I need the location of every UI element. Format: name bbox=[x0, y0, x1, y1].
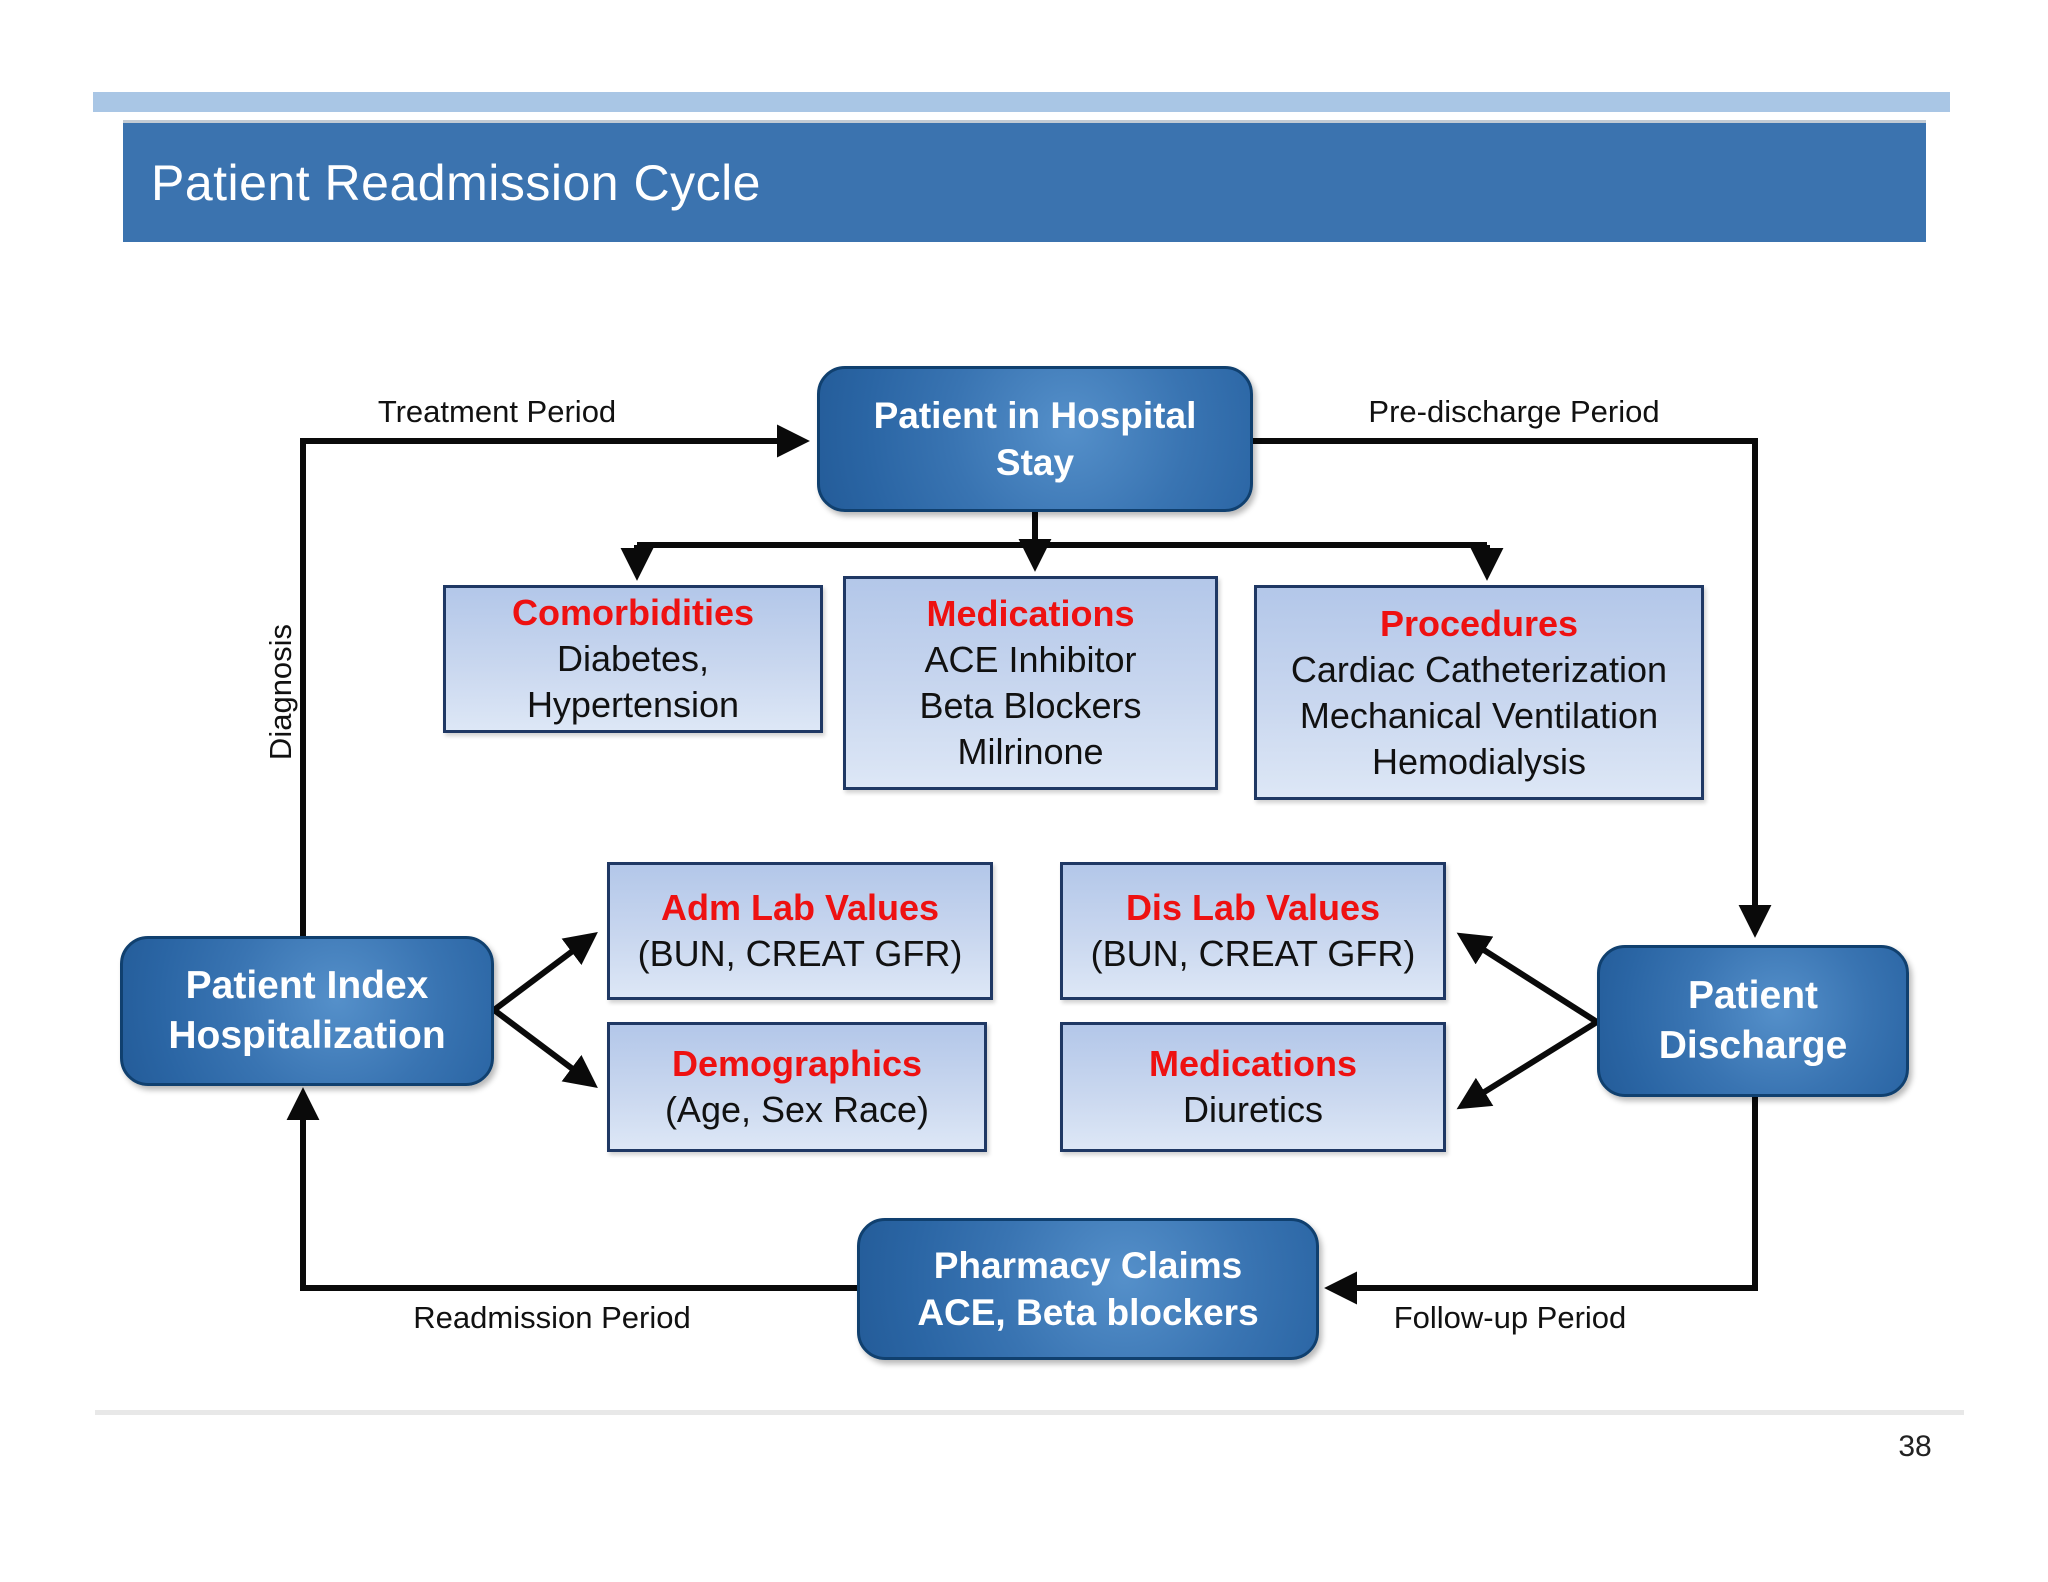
node-label: Pharmacy Claims bbox=[933, 1244, 1243, 1286]
box-dis-lab-values: Dis Lab Values (BUN, CREAT GFR) bbox=[1060, 862, 1446, 1000]
box-demographics: Demographics (Age, Sex Race) bbox=[607, 1022, 987, 1152]
box-title: Demographics bbox=[671, 1043, 923, 1084]
box-title: Medications bbox=[1148, 1043, 1358, 1084]
label-readmission-period: Readmission Period bbox=[413, 1300, 691, 1335]
node-label: ACE, Beta blockers bbox=[917, 1292, 1259, 1333]
node-pharmacy-claims: Pharmacy Claims ACE, Beta blockers bbox=[857, 1218, 1319, 1360]
connector-discharge-to-medications bbox=[1456, 1019, 1599, 1110]
top-accent-strip bbox=[93, 92, 1950, 112]
box-title: Procedures bbox=[1379, 602, 1579, 644]
label-follow-up-period: Follow-up Period bbox=[1393, 1300, 1627, 1335]
node-patient-discharge: Patient Discharge bbox=[1597, 945, 1909, 1097]
connector-pre-discharge-period bbox=[1253, 438, 1772, 938]
box-line: ACE Inhibitor bbox=[924, 639, 1137, 680]
label-diagnosis: Diagnosis bbox=[263, 623, 298, 761]
label-treatment-period: Treatment Period bbox=[377, 394, 617, 429]
box-line: Cardiac Catheterization bbox=[1290, 648, 1668, 690]
connector-index-to-adm-lab bbox=[492, 932, 598, 1013]
page-title: Patient Readmission Cycle bbox=[151, 154, 761, 211]
box-adm-lab-values: Adm Lab Values (BUN, CREAT GFR) bbox=[607, 862, 993, 1000]
node-label: Discharge bbox=[1658, 1024, 1848, 1067]
box-title: Dis Lab Values bbox=[1125, 887, 1381, 928]
box-line: (BUN, CREAT GFR) bbox=[637, 933, 963, 974]
connector-index-to-demographics bbox=[492, 1007, 598, 1088]
connector-treatment-period bbox=[300, 424, 810, 936]
box-comorbidities: Comorbidities Diabetes, Hypertension bbox=[443, 585, 823, 733]
box-title: Comorbidities bbox=[511, 592, 754, 633]
connector-readmission-period bbox=[286, 1087, 857, 1291]
node-patient-index-hospitalization: Patient Index Hospitalization bbox=[120, 936, 494, 1086]
box-medications-admission: Medications ACE Inhibitor Beta Blockers … bbox=[843, 576, 1218, 790]
node-label: Patient in Hospital bbox=[873, 394, 1197, 436]
connector-follow-up-period bbox=[1324, 1096, 1758, 1305]
node-patient-in-hospital: Patient in Hospital Stay bbox=[817, 366, 1253, 512]
node-label: Hospitalization bbox=[168, 1014, 446, 1057]
box-line: Mechanical Ventilation bbox=[1299, 694, 1659, 736]
box-medications-discharge: Medications Diuretics bbox=[1060, 1022, 1446, 1152]
box-line: Milrinone bbox=[957, 731, 1104, 772]
footer-divider bbox=[95, 1410, 1964, 1415]
label-pre-discharge-period: Pre-discharge Period bbox=[1368, 394, 1660, 429]
box-procedures: Procedures Cardiac Catheterization Mecha… bbox=[1254, 585, 1704, 800]
node-label: Stay bbox=[995, 442, 1075, 483]
box-line: Diuretics bbox=[1182, 1089, 1324, 1130]
page-number: 38 bbox=[1898, 1430, 1932, 1463]
node-label: Patient Index bbox=[185, 964, 429, 1008]
node-label: Patient bbox=[1687, 974, 1819, 1018]
box-line: (Age, Sex Race) bbox=[664, 1089, 930, 1130]
box-line: Hypertension bbox=[526, 684, 740, 725]
box-title: Medications bbox=[926, 593, 1135, 634]
box-line: Hemodialysis bbox=[1371, 740, 1587, 782]
connector-discharge-to-dis-lab bbox=[1456, 932, 1599, 1025]
box-line: (BUN, CREAT GFR) bbox=[1090, 933, 1416, 974]
title-bar: Patient Readmission Cycle bbox=[123, 120, 1926, 242]
box-line: Beta Blockers bbox=[919, 685, 1142, 726]
box-title: Adm Lab Values bbox=[660, 887, 940, 928]
box-line: Diabetes, bbox=[556, 638, 710, 679]
